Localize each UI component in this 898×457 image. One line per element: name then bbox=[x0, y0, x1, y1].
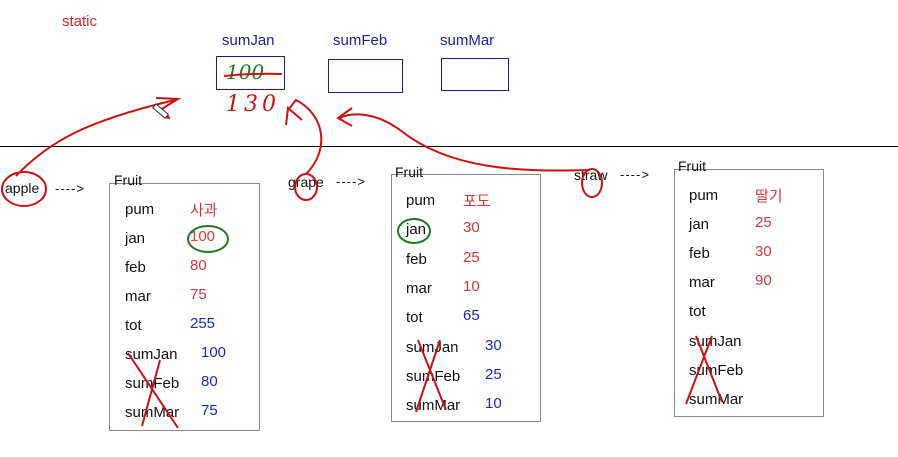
apple-field-label-pum: pum bbox=[125, 201, 155, 218]
apple-field-label-sumjan: sumJan bbox=[125, 346, 178, 363]
straw-field-value-pum: 딸기 bbox=[755, 187, 783, 205]
var-straw: straw bbox=[574, 167, 608, 183]
arrow-grape: ----> bbox=[336, 174, 366, 189]
apple-field-value-tot: 255 bbox=[190, 315, 216, 332]
grape-field-value-sumfeb: 25 bbox=[485, 365, 502, 383]
apple-field-label-sumfeb: sumFeb bbox=[125, 375, 180, 392]
object-box-grape bbox=[391, 174, 541, 422]
straw-field-label-mar: mar bbox=[689, 274, 715, 292]
sumjan-new-value-handwritten: 130 bbox=[226, 92, 280, 117]
sumjan-old-value: 100 bbox=[226, 60, 265, 84]
arrowhead-straw bbox=[336, 107, 353, 127]
straw-field-value-mar: 90 bbox=[755, 272, 772, 290]
straw-field-label-sumjan: sumJan bbox=[689, 332, 742, 350]
arrow-apple: ----> bbox=[55, 181, 85, 196]
apple-field-label-feb: feb bbox=[125, 259, 146, 276]
apple-field-label-mar: mar bbox=[125, 288, 151, 305]
grape-field-label-tot: tot bbox=[406, 309, 423, 327]
arrowhead-apple bbox=[155, 97, 182, 111]
grape-field-value-summar: 10 bbox=[485, 395, 502, 413]
grape-field-value-sumjan: 30 bbox=[485, 336, 502, 354]
static-label: static bbox=[62, 13, 98, 30]
apple-field-value-sumjan: 100 bbox=[201, 344, 227, 361]
straw-field-label-feb: feb bbox=[689, 245, 710, 263]
grape-field-label-jan: jan bbox=[406, 221, 427, 239]
grape-field-label-summar: sumMar bbox=[406, 397, 461, 415]
static-var-label-sumjan: sumJan bbox=[222, 32, 275, 49]
apple-field-value-pum: 사과 bbox=[190, 201, 218, 219]
straw-field-label-summar: sumMar bbox=[689, 390, 744, 408]
straw-field-label-jan: jan bbox=[689, 216, 710, 234]
static-var-label-sumfeb: sumFeb bbox=[333, 32, 388, 49]
straw-field-value-feb: 30 bbox=[755, 243, 772, 261]
grape-field-value-jan: 30 bbox=[463, 219, 480, 237]
grape-field-value-feb: 25 bbox=[463, 248, 480, 266]
pencil-icon bbox=[152, 103, 171, 120]
object-box-straw bbox=[674, 169, 824, 417]
grape-field-label-mar: mar bbox=[406, 279, 432, 297]
apple-field-label-summar: sumMar bbox=[125, 404, 180, 421]
straw-field-label-tot: tot bbox=[689, 303, 706, 321]
static-var-box-sumfeb bbox=[328, 59, 403, 93]
grape-field-value-tot: 65 bbox=[463, 307, 480, 325]
apple-field-value-feb: 80 bbox=[190, 257, 207, 274]
apple-field-value-mar: 75 bbox=[190, 286, 207, 303]
grape-field-label-sumjan: sumJan bbox=[406, 338, 459, 356]
grape-field-value-mar: 10 bbox=[463, 277, 480, 295]
class-name-apple: Fruit bbox=[114, 172, 142, 188]
straw-field-value-jan: 25 bbox=[755, 214, 772, 232]
apple-field-label-jan: jan bbox=[125, 230, 146, 247]
arrowhead-grape bbox=[285, 106, 303, 126]
class-name-grape: Fruit bbox=[395, 164, 423, 180]
arrow-grape-to-sumjan bbox=[287, 98, 323, 175]
stack-heap-divider bbox=[0, 146, 898, 147]
straw-field-label-pum: pum bbox=[689, 187, 719, 204]
apple-field-value-sumfeb: 80 bbox=[201, 373, 218, 390]
var-grape: grape bbox=[288, 174, 324, 190]
static-var-box-summar bbox=[441, 58, 509, 91]
arrow-straw-to-sumjan bbox=[339, 113, 591, 172]
grape-field-value-pum: 포도 bbox=[463, 192, 491, 210]
apple-field-label-tot: tot bbox=[125, 317, 142, 334]
grape-field-label-sumfeb: sumFeb bbox=[406, 367, 461, 385]
class-name-straw: Fruit bbox=[678, 158, 706, 174]
grape-field-label-pum: pum bbox=[406, 192, 436, 209]
apple-field-value-jan: 100 bbox=[190, 228, 216, 245]
arrow-straw: ----> bbox=[620, 167, 650, 182]
grape-field-label-feb: feb bbox=[406, 250, 427, 268]
var-apple: apple bbox=[5, 180, 40, 196]
apple-field-value-summar: 75 bbox=[201, 402, 218, 419]
object-box-apple bbox=[109, 183, 260, 431]
straw-field-label-sumfeb: sumFeb bbox=[689, 361, 744, 379]
static-var-label-summar: sumMar bbox=[440, 32, 495, 49]
arrow-apple-to-sumjan bbox=[15, 99, 176, 177]
